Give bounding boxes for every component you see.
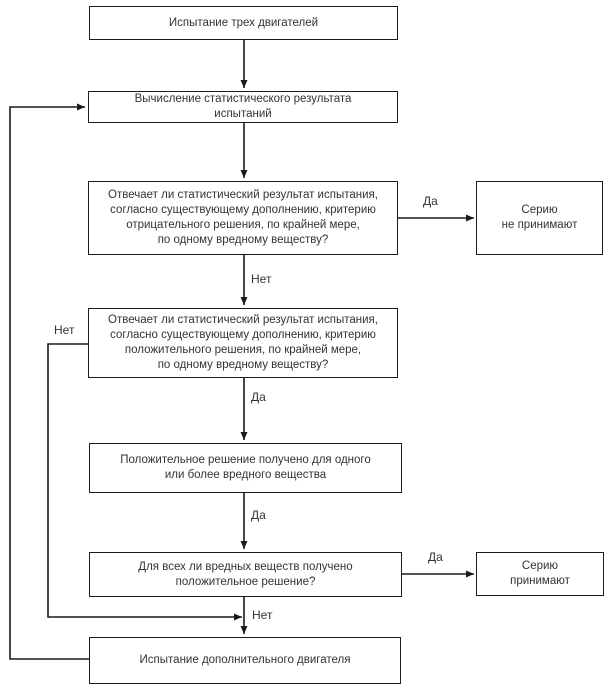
feedback-additional-to-compute [9, 103, 89, 660]
feedback-qpositive-no [47, 343, 242, 621]
node-test-three-engines: Испытание трех двигателей [89, 6, 398, 40]
node-test-additional-engine: Испытание дополнительного двигателя [89, 637, 401, 684]
edge-label-yes-accept: Да [428, 550, 443, 564]
node-question-all-substances: Для всех ли вредных веществ получено пол… [89, 552, 402, 597]
node-series-rejected: Серию не принимают [476, 181, 603, 255]
node-positive-for-one-substance: Положительное решение получено для одног… [89, 443, 402, 493]
edge-label-no-to-additional: Нет [252, 608, 273, 622]
edge-label-no-to-qpositive: Нет [251, 272, 272, 286]
node-compute-statistical-result: Вычисление статистического результата ис… [88, 91, 398, 123]
node-series-accepted: Серию принимают [476, 552, 604, 596]
node-question-positive-criterion: Отвечает ли статистический результат исп… [88, 308, 398, 378]
node-question-negative-criterion: Отвечает ли статистический результат исп… [88, 181, 398, 255]
edge-label-yes-reject: Да [423, 194, 438, 208]
edge-label-no-feedback-qpositive: Нет [54, 323, 75, 337]
edge-label-yes-to-qall: Да [251, 508, 266, 522]
edge-label-yes-to-positiveone: Да [251, 390, 266, 404]
